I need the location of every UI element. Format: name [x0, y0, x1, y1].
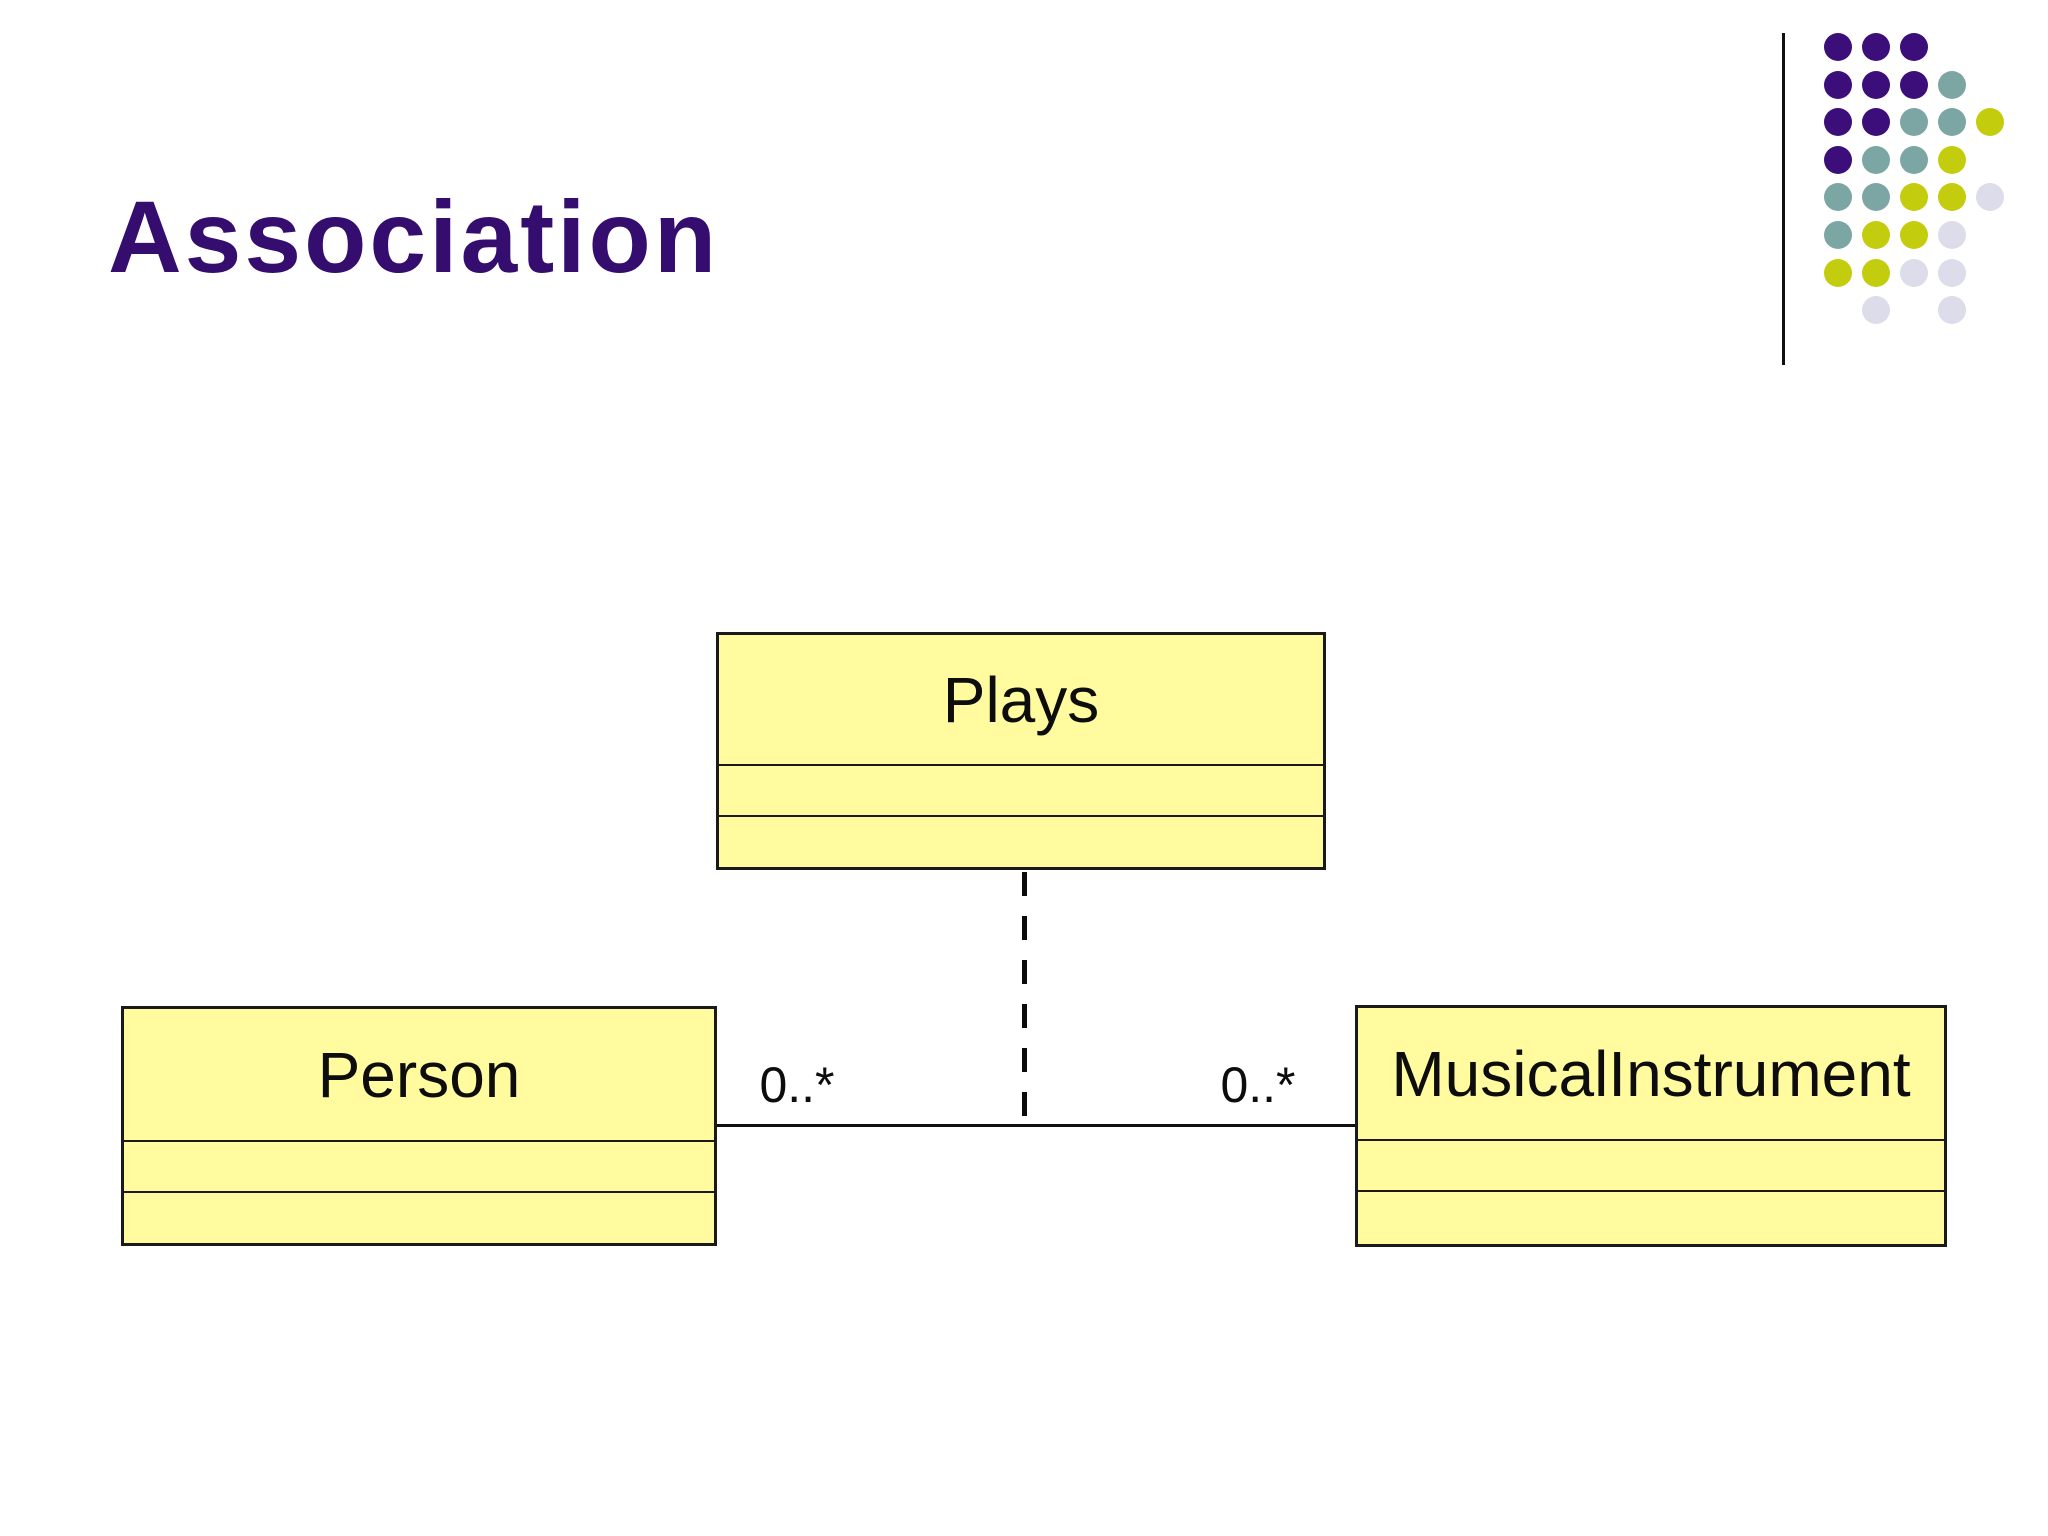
- decor-dot-icon: [1824, 145, 1852, 174]
- person-attributes-compartment: [124, 1140, 714, 1191]
- decor-dot-icon: [1824, 33, 1852, 61]
- decor-dot-icon: [1938, 70, 1966, 99]
- association-class-dashed-connector: [1022, 872, 1027, 1126]
- decor-dot-icon: [1862, 108, 1890, 137]
- decor-dot-icon: [1900, 108, 1928, 137]
- decor-dot-icon: [1862, 258, 1890, 287]
- musicalinstrument-attributes-compartment: [1358, 1139, 1944, 1190]
- decor-dot-icon: [1900, 145, 1928, 174]
- decor-vertical-rule: [1782, 33, 1785, 365]
- class-box-musicalinstrument: MusicalInstrument: [1355, 1005, 1947, 1247]
- decor-dot-icon: [1900, 70, 1928, 99]
- class-name-musicalinstrument: MusicalInstrument: [1391, 1037, 1911, 1110]
- slide-title: Association: [108, 180, 720, 294]
- decor-dot-icon: [1900, 183, 1928, 212]
- class-name-person: Person: [317, 1038, 521, 1111]
- class-box-plays: Plays: [716, 632, 1326, 870]
- multiplicity-right: 0..*: [1220, 1057, 1296, 1113]
- decor-dot-icon: [1824, 183, 1852, 212]
- class-name-plays: Plays: [942, 663, 1100, 736]
- decor-dot-icon: [1976, 183, 2004, 212]
- decor-dot-icon: [1862, 183, 1890, 212]
- plays-operations-compartment: [719, 815, 1323, 867]
- class-box-person: Person: [121, 1006, 717, 1246]
- decor-dot-icon: [1900, 258, 1928, 287]
- decor-dot-icon: [1862, 221, 1890, 249]
- decor-dot-icon: [1900, 33, 1928, 61]
- decor-dot-icon: [1938, 258, 1966, 287]
- decor-dot-icon: [1900, 221, 1928, 249]
- decor-dot-icon: [1862, 296, 1890, 325]
- plays-attributes-compartment: [719, 764, 1323, 815]
- decor-dot-icon: [1938, 221, 1966, 249]
- decor-dot-icon: [1824, 258, 1852, 287]
- decor-dot-icon: [1862, 33, 1890, 61]
- decor-dot-icon: [1862, 70, 1890, 99]
- decor-dot-icon: [1824, 108, 1852, 137]
- decor-dot-icon: [1824, 221, 1852, 249]
- decor-dot-icon: [1938, 183, 1966, 212]
- musicalinstrument-operations-compartment: [1358, 1190, 1944, 1244]
- multiplicity-left: 0..*: [759, 1057, 835, 1113]
- decor-dot-icon: [1976, 108, 2004, 137]
- decor-dot-icon: [1824, 70, 1852, 99]
- decor-dot-icon: [1938, 108, 1966, 137]
- decor-dot-icon: [1862, 145, 1890, 174]
- person-operations-compartment: [124, 1191, 714, 1243]
- decor-dot-icon: [1938, 145, 1966, 174]
- association-line: [717, 1124, 1355, 1127]
- decor-dot-icon: [1938, 296, 1966, 325]
